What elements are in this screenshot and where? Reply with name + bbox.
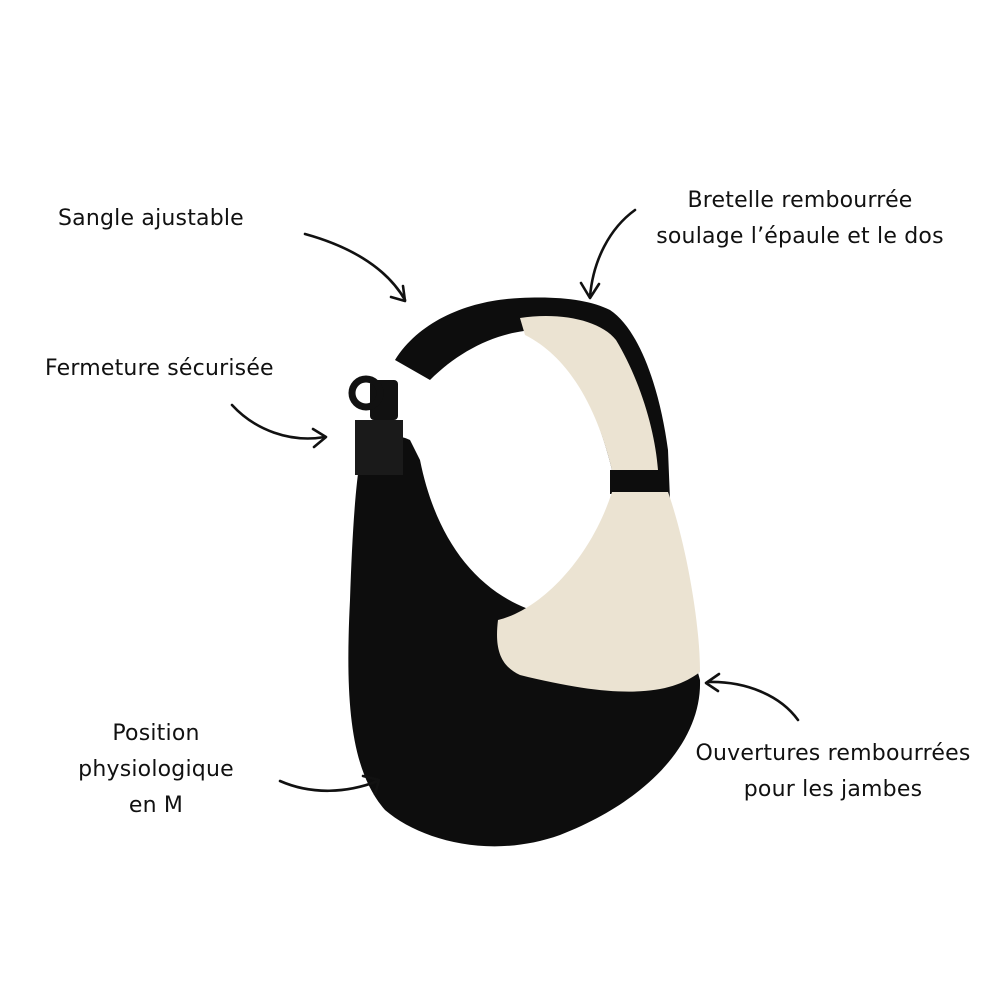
annotation-line: physiologique	[78, 757, 234, 782]
curved-arrow-left-icon	[704, 672, 800, 722]
curved-arrow-right-icon	[230, 403, 328, 449]
annotation-line: en M	[128, 793, 184, 818]
annotation-line: Position	[112, 721, 200, 746]
strap-loop	[348, 375, 384, 411]
annotation-padded-leg-openings: Ouvertures rembourrées pour les jambes	[668, 736, 998, 808]
annotation-adjustable-strap: Sangle ajustable	[58, 201, 244, 237]
annotation-line: soulage l’épaule et le dos	[656, 224, 944, 249]
annotation-text: Fermeture sécurisée	[45, 356, 274, 381]
curved-arrow-down-icon	[579, 208, 637, 300]
annotation-line: Bretelle rembourrée	[687, 188, 913, 213]
sling-carrier	[348, 297, 701, 847]
annotation-padded-shoulder-strap: Bretelle rembourrée soulage l’épaule et …	[605, 183, 995, 255]
annotation-line: Ouvertures rembourrées	[695, 741, 971, 766]
annotation-text: Sangle ajustable	[58, 206, 244, 231]
annotation-m-position: Position physiologique en M	[56, 716, 256, 824]
buckle-strap	[355, 420, 403, 475]
annotation-line: pour les jambes	[743, 777, 923, 802]
curved-arrow-right-up-icon	[278, 774, 381, 796]
curved-arrow-down-right-icon	[303, 232, 407, 303]
annotation-secure-buckle: Fermeture sécurisée	[45, 351, 274, 387]
